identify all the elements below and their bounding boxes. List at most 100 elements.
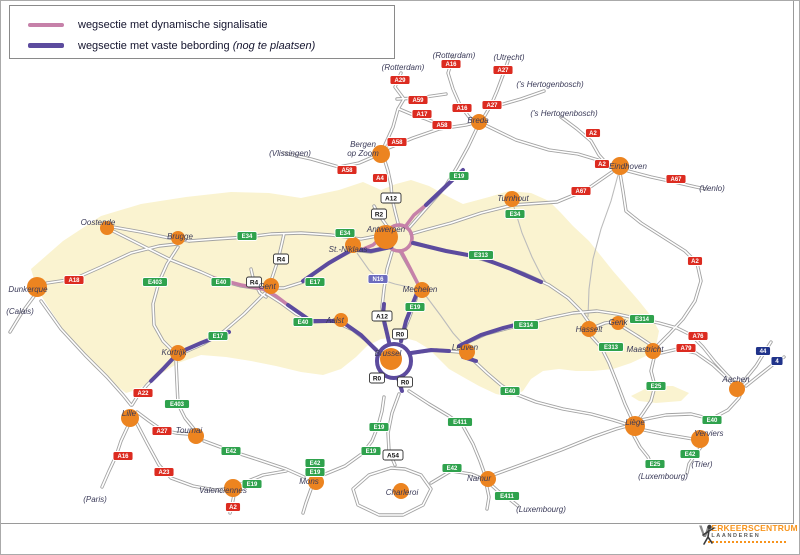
road-shield-label: E411	[453, 420, 467, 426]
dynamic-signalisation-section	[403, 203, 428, 229]
city-label: Brussel	[375, 349, 402, 358]
road-shield-label: R0	[401, 379, 410, 386]
road-shield-label: R2	[375, 211, 384, 218]
road-shield-label: A27	[497, 68, 509, 74]
road-shield-R4	[273, 253, 289, 265]
road-shield-A27	[481, 100, 503, 110]
road	[660, 348, 735, 386]
road-shield-label: E42	[447, 466, 458, 472]
road-shield-A16	[440, 59, 462, 69]
road-shield-label: A58	[391, 140, 403, 146]
dynamic-signalisation-section	[212, 276, 290, 307]
road	[408, 390, 486, 476]
fixed-signage-section	[409, 347, 451, 355]
road-shield-label: A67	[575, 189, 587, 195]
road	[352, 467, 432, 516]
city-dot	[611, 316, 625, 330]
city-label: Aachen	[721, 375, 750, 384]
road-shield-label: A16	[456, 106, 468, 112]
road	[40, 300, 132, 406]
road-shield-A4	[372, 173, 388, 183]
road-shield-A58	[386, 137, 408, 147]
road-shield-R4	[246, 276, 262, 288]
road	[134, 419, 228, 491]
road-shield-label: A16	[117, 454, 129, 460]
road-shield-label: A16	[445, 62, 457, 68]
city-label: Eindhoven	[609, 162, 647, 171]
city-dot	[691, 430, 709, 448]
voeren-region	[631, 386, 689, 403]
road-shield-E403	[142, 277, 168, 287]
city-dot	[729, 381, 745, 397]
road-shield-label: E40	[707, 418, 718, 424]
road-shield-label: E313	[474, 253, 489, 259]
road-shield-A79	[675, 343, 697, 353]
city-dot	[121, 409, 139, 427]
road-shield-E25	[645, 381, 667, 391]
city-dot	[345, 237, 361, 253]
road-shield-label: A2	[589, 131, 597, 137]
road-shield-label: 44	[760, 349, 767, 355]
legend-item-dynamic: wegsectie met dynamische signalisatie	[28, 14, 394, 35]
verkeerscentrum-logo: V ERKEERSCENTRUM LAANDEREN	[699, 523, 798, 553]
secondary-road	[513, 206, 549, 286]
road-shield-A29	[389, 75, 411, 85]
road-shield-label: E40	[298, 320, 309, 326]
city-dot	[480, 471, 496, 487]
road-shield-label: E42	[310, 461, 321, 467]
road-shield-R0	[369, 372, 385, 384]
road-shield-label: A12	[385, 195, 397, 202]
road-shield-label: E25	[651, 384, 662, 390]
road-shield-label: A27	[156, 429, 168, 435]
external-destination-label: (Luxembourg)	[638, 472, 688, 481]
road-shield-label: A58	[341, 168, 353, 174]
road-shield-A2	[687, 256, 703, 266]
fixed-signage-brussels-ring	[375, 342, 413, 380]
city-dot	[334, 313, 348, 327]
city-label: Turnhout	[497, 194, 529, 203]
road-shield-label: E19	[454, 174, 465, 180]
logo-name: ERKEERSCENTRUM	[711, 523, 798, 533]
city-dot	[374, 225, 398, 249]
city-dot	[471, 114, 487, 130]
road-shield-E19	[360, 446, 382, 456]
city-label: Namur	[467, 474, 491, 483]
road-shield-E40	[210, 277, 232, 287]
city-label: Lille	[122, 409, 137, 418]
road-shield-R2	[371, 208, 387, 220]
road-shield-label: E19	[410, 305, 421, 311]
road-shield-A2	[225, 502, 241, 512]
road-shield-E19	[368, 422, 390, 432]
city-label: Gent	[258, 282, 276, 291]
road-shield-label: A2	[598, 162, 606, 168]
road-shield-label: A27	[486, 103, 498, 109]
road-shield-A18	[63, 275, 85, 285]
road	[322, 396, 385, 476]
city-dot	[581, 321, 597, 337]
road-shield-label: E313	[604, 345, 619, 351]
road	[407, 389, 487, 477]
road-shield-A12	[371, 310, 393, 322]
external-destination-label: ('s Hertogenbosch)	[530, 109, 598, 118]
road-shield-A12	[380, 192, 402, 204]
road	[152, 246, 179, 352]
city-dot	[380, 348, 402, 370]
city-label: Maastricht	[627, 345, 665, 354]
city-label: Brugge	[167, 232, 193, 241]
road-shield-E40	[292, 317, 314, 327]
road	[622, 326, 652, 346]
road-shield-label: E411	[500, 494, 514, 500]
road-shield-E313	[468, 250, 494, 260]
road-shield-label: E17	[213, 334, 224, 340]
road-shield-label: A76	[692, 334, 704, 340]
road-shield-label: A54	[387, 452, 399, 459]
road	[492, 425, 628, 476]
city-label: Charleroi	[386, 488, 419, 497]
road-shield-label: E19	[366, 449, 377, 455]
city-label: Tournai	[176, 426, 203, 435]
road-shield-label: E34	[510, 212, 521, 218]
city-dot	[224, 479, 242, 497]
external-destination-label: (Luxembourg)	[516, 505, 566, 514]
road-shield-A16	[451, 103, 473, 113]
